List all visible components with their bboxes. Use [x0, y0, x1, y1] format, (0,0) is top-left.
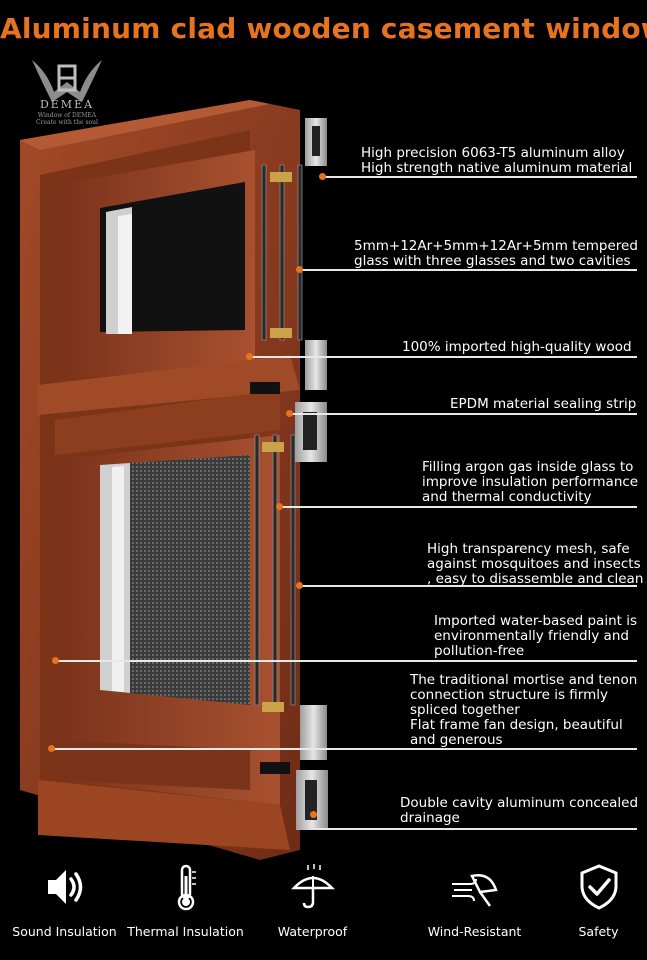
callout-dot-5 — [276, 503, 283, 510]
demea-logo — [32, 60, 102, 102]
callout-line-5 — [280, 506, 637, 508]
shield-check-icon — [580, 864, 617, 910]
callout-mesh: High transparency mesh, safe against mos… — [427, 541, 644, 587]
logo-name: DEMEA — [39, 98, 95, 111]
callout-dot-8 — [48, 745, 55, 752]
feature-label: Safety — [578, 924, 619, 939]
callout-mortise-tenon: The traditional mortise and tenon connec… — [410, 672, 638, 748]
thermometer-icon — [177, 864, 196, 911]
callout-epdm-seal: EPDM material sealing strip — [450, 396, 637, 412]
callout-paint: Imported water-based paint is environmen… — [434, 613, 638, 659]
wind-icon — [451, 874, 498, 907]
umbrella-icon — [290, 864, 335, 909]
callout-line-3 — [250, 356, 637, 358]
feature-label: Sound Insulation — [12, 924, 117, 939]
callout-dot-4 — [286, 410, 293, 417]
feature-sound-insulation: Sound Insulation — [0, 862, 129, 939]
feature-label: Waterproof — [277, 924, 348, 939]
callout-line-9 — [314, 828, 637, 830]
callout-line-8 — [52, 748, 637, 750]
logo-tagline: Window of DEMEA Create with the soul — [36, 112, 98, 126]
feature-label: Wind-Resistant — [427, 924, 522, 939]
callout-tempered-glass: 5mm+12Ar+5mm+12Ar+5mm tempered glass wit… — [354, 238, 638, 269]
callout-aluminum-alloy: High precision 6063-T5 aluminum alloy Hi… — [361, 145, 633, 176]
callout-dot-9 — [310, 811, 317, 818]
callout-dot-7 — [52, 657, 59, 664]
callout-line-2 — [300, 269, 637, 271]
callout-wood: 100% imported high-quality wood — [402, 339, 632, 355]
callout-line-6 — [300, 585, 637, 587]
callout-line-7 — [56, 660, 637, 662]
feature-wind-resistant: Wind-Resistant — [410, 862, 539, 939]
callout-drainage: Double cavity aluminum concealed drainag… — [400, 795, 639, 826]
feature-thermal-insulation: Thermal Insulation — [121, 862, 250, 939]
feature-waterproof: Waterproof — [248, 862, 377, 939]
speaker-icon — [47, 870, 82, 904]
window-section-illustration — [20, 100, 328, 860]
page-title: Aluminum clad wooden casement window — [0, 12, 647, 45]
callout-dot-2 — [296, 266, 303, 273]
callout-line-1 — [322, 176, 637, 178]
callout-dot-3 — [246, 353, 253, 360]
callout-line-4 — [290, 413, 637, 415]
feature-label: Thermal Insulation — [127, 924, 244, 939]
callout-dot-6 — [296, 582, 303, 589]
feature-safety: Safety — [534, 862, 647, 939]
callout-dot-1 — [319, 173, 326, 180]
callout-argon-gas: Filling argon gas inside glass to improv… — [422, 459, 639, 505]
